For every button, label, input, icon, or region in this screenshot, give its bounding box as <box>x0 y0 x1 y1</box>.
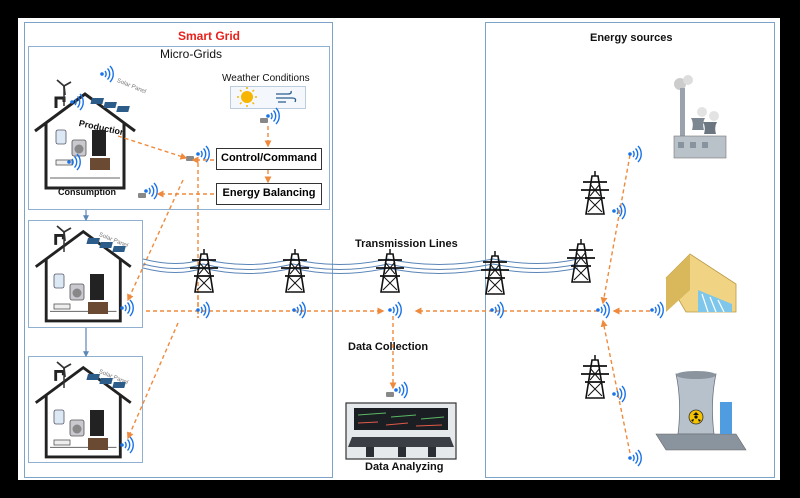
sensor-node-icon <box>186 156 194 161</box>
power-pylon-icon <box>580 354 610 399</box>
wind-turbine-icon <box>56 79 72 107</box>
wifi-icon <box>611 202 626 220</box>
house-icon <box>34 366 133 459</box>
wifi-icon <box>387 301 402 319</box>
wifi-icon <box>627 145 642 163</box>
wifi-icon <box>265 107 280 125</box>
wifi-icon <box>595 301 610 319</box>
wifi-icon <box>119 299 134 317</box>
wifi-icon <box>649 301 664 319</box>
wifi-icon <box>489 301 504 319</box>
wifi-icon <box>99 65 114 83</box>
transmission-lines-label: Transmission Lines <box>355 238 458 250</box>
wifi-icon <box>66 153 81 171</box>
energy-sources-title: Energy sources <box>590 32 673 44</box>
wifi-icon <box>611 385 626 403</box>
house-icon <box>34 230 133 323</box>
nuclear-plant-icon <box>655 371 747 451</box>
solar-panel-icon <box>90 98 130 112</box>
control-command-button[interactable]: Control/Command <box>216 148 322 170</box>
smart-grid-frame <box>24 22 333 478</box>
energy-sources-frame <box>485 22 775 478</box>
energy-balancing-label: Energy Balancing <box>222 187 316 199</box>
sensor-node-icon <box>386 392 394 397</box>
wind-icon <box>276 90 297 103</box>
power-pylon-icon <box>580 170 610 215</box>
control-command-label: Control/Command <box>221 152 317 164</box>
hydro-dam-icon <box>665 253 737 313</box>
micro-grids-title: Micro-Grids <box>160 47 222 61</box>
wifi-icon <box>393 381 408 399</box>
diagram-canvas: Smart Grid Micro-Grids Energy sources We… <box>18 18 780 480</box>
power-pylon-icon <box>480 250 510 295</box>
appliances-icon <box>55 129 111 171</box>
diagram-graphics <box>33 65 747 467</box>
sensor-node-icon <box>260 118 268 123</box>
appliances-icon <box>53 409 109 451</box>
data-collection-label: Data Collection <box>348 341 429 353</box>
smart-grid-title: Smart Grid <box>178 29 241 43</box>
appliances-icon <box>53 273 109 315</box>
weather-title: Weather Conditions <box>222 73 310 84</box>
control-room-icon <box>345 402 457 460</box>
wifi-icon <box>143 182 158 200</box>
sensor-node-icon <box>138 193 146 198</box>
wifi-icon <box>119 436 134 454</box>
sun-icon <box>237 87 257 107</box>
factory-icon <box>673 75 727 159</box>
data-analyzing-label: Data Analyzing <box>365 461 444 473</box>
wifi-icon <box>69 93 84 111</box>
micro-grids-frame <box>28 46 330 210</box>
energy-balancing-button[interactable]: Energy Balancing <box>216 183 322 205</box>
consumption-label: Consumption <box>58 187 116 197</box>
wifi-icon <box>291 301 306 319</box>
